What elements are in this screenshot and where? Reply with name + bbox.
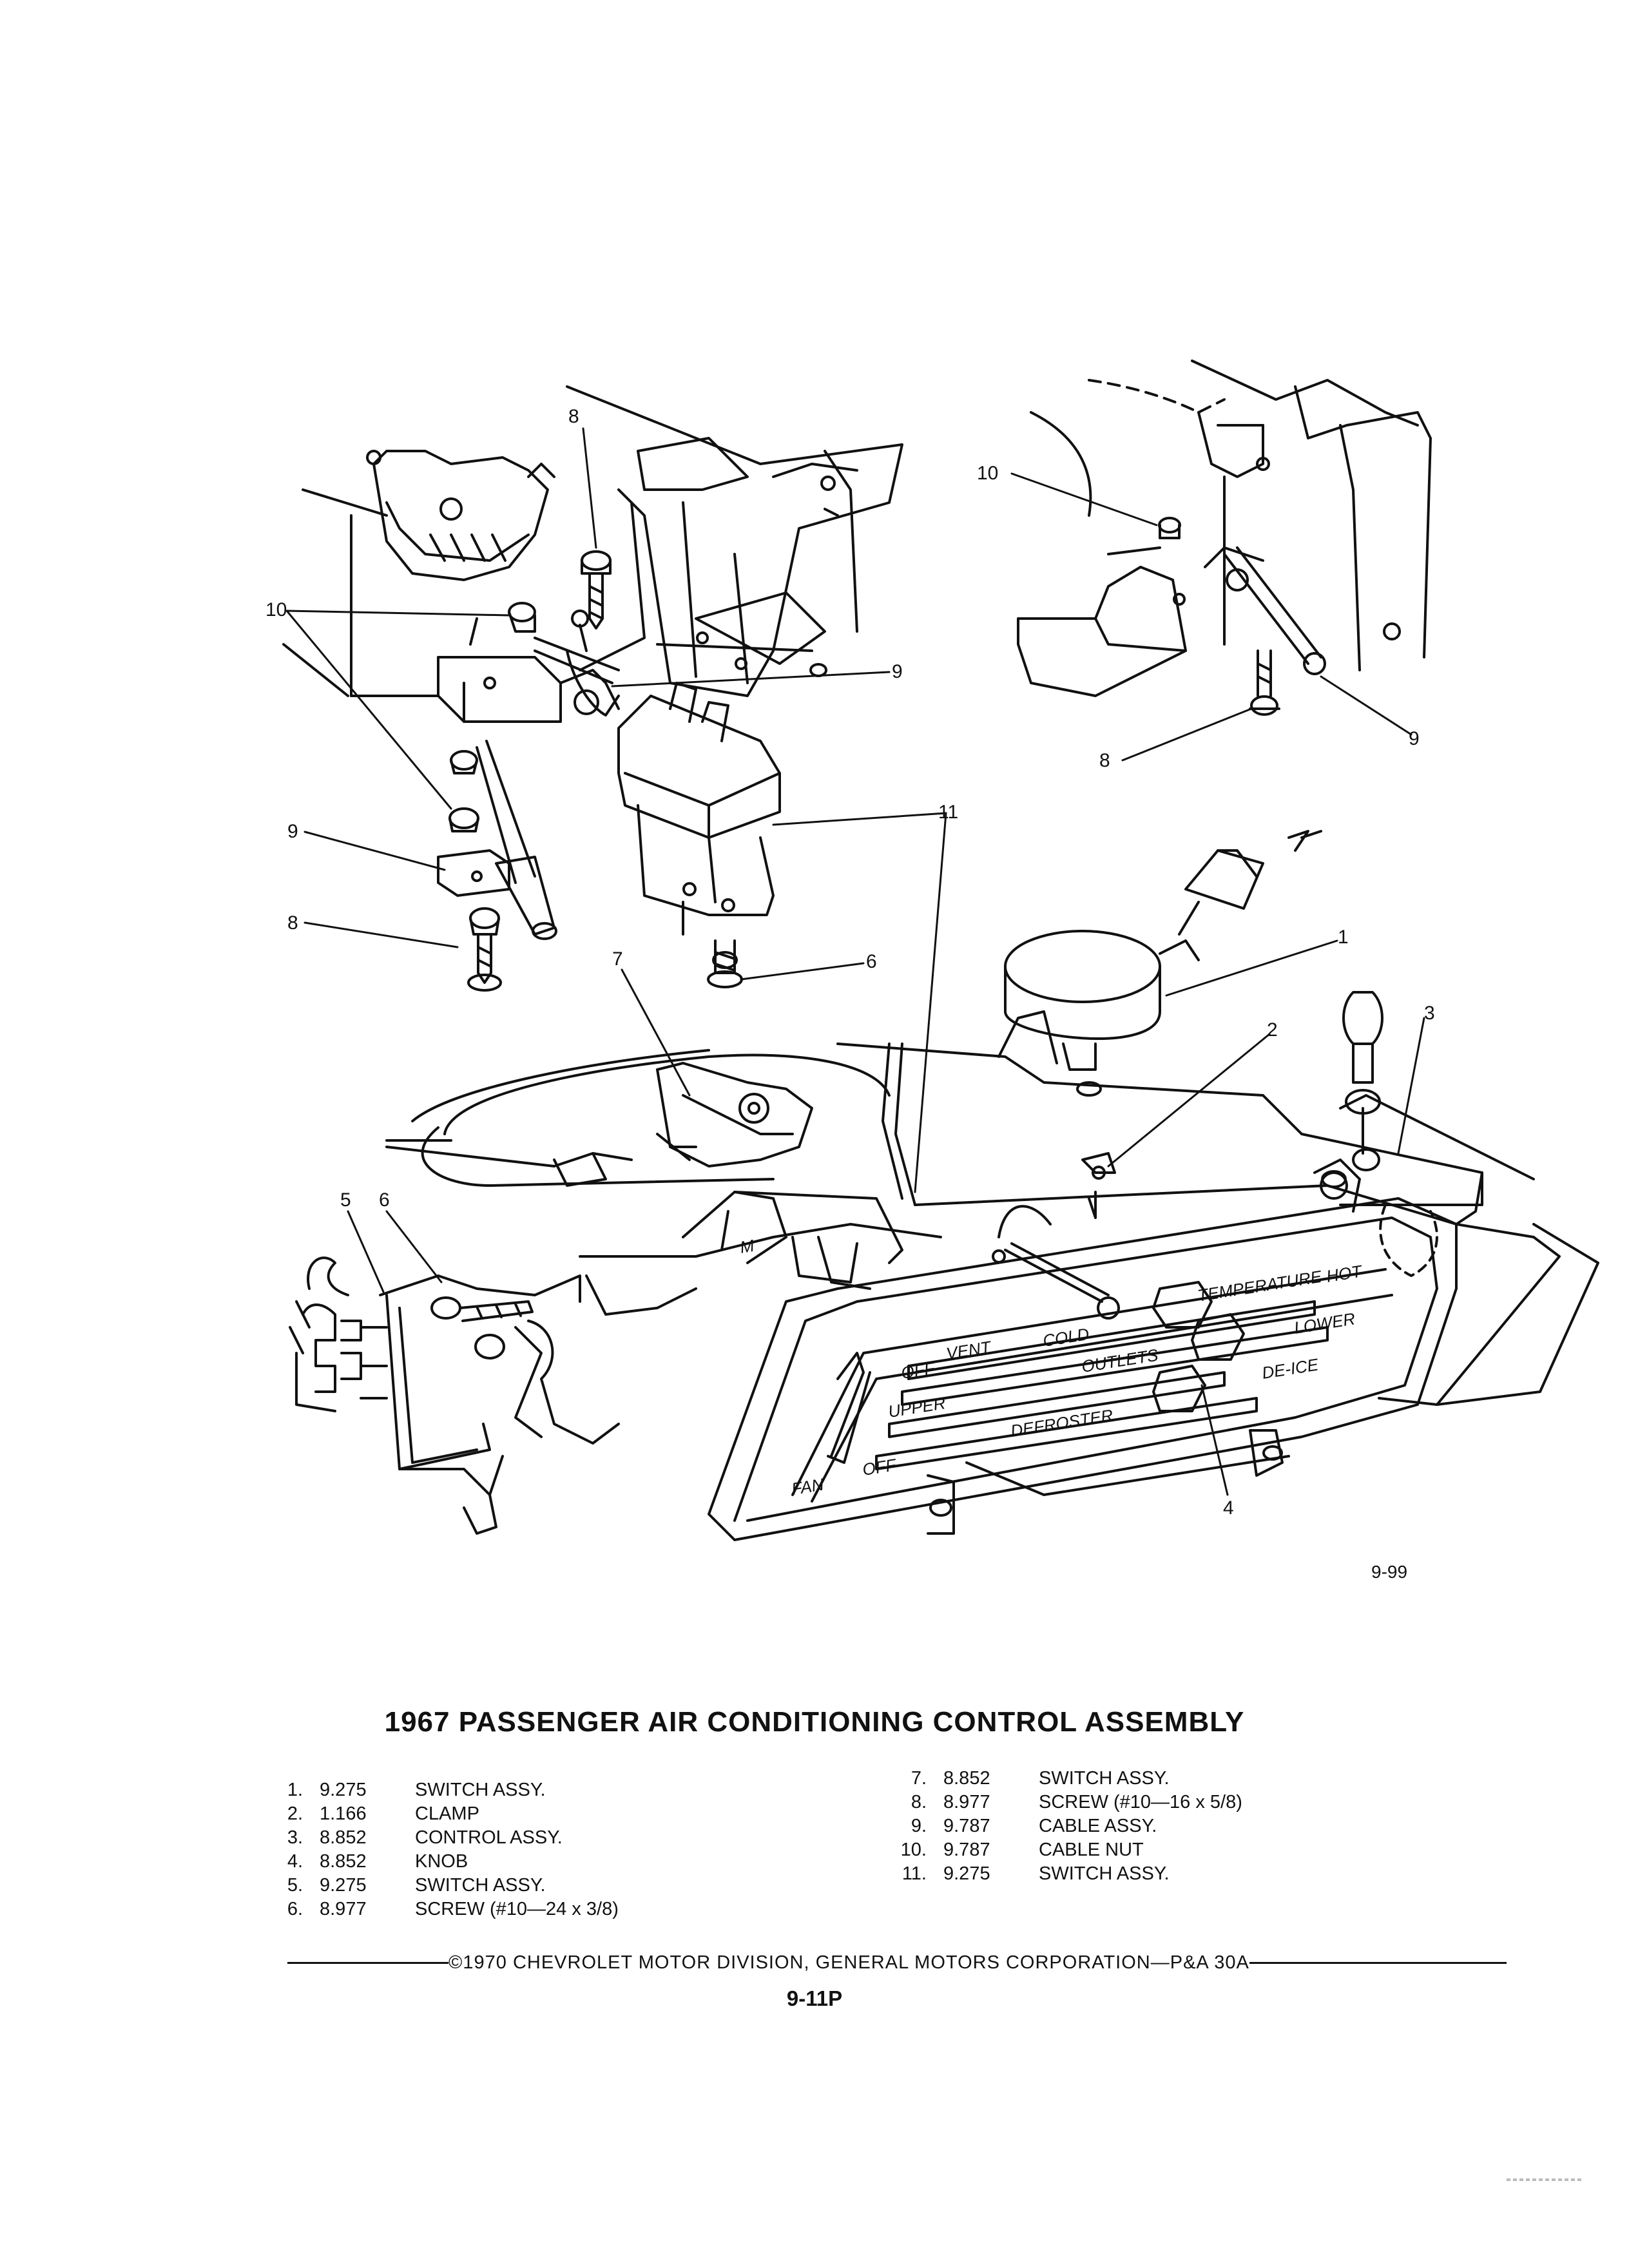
callout-9-right: 9 xyxy=(1409,728,1420,749)
callout-3: 3 xyxy=(1424,1003,1435,1024)
callout-9-center: 9 xyxy=(892,661,903,682)
copyright-text: ©1970 CHEVROLET MOTOR DIVISION, GENERAL … xyxy=(448,1952,1249,1973)
callout-4: 4 xyxy=(1223,1497,1234,1519)
switch-1-assembly xyxy=(1004,830,1383,1219)
copyright-footer: ©1970 CHEVROLET MOTOR DIVISION, GENERAL … xyxy=(287,1952,1507,1974)
detail-view-top-right xyxy=(1017,360,1432,716)
callout-7: 7 xyxy=(612,948,623,970)
callout-8-top: 8 xyxy=(568,406,579,427)
lower-cable-parts xyxy=(437,740,557,992)
label-hot: HOT xyxy=(1325,1261,1364,1286)
callout-1: 1 xyxy=(1338,927,1349,948)
leader-lines-top-left xyxy=(285,427,947,1293)
label-vent: VENT xyxy=(945,1337,993,1363)
label-lower: LOWER xyxy=(1293,1309,1356,1338)
footer-rule-right xyxy=(1249,1962,1507,1964)
callout-10-right: 10 xyxy=(977,463,999,484)
label-de-ice: DE-ICE xyxy=(1260,1354,1320,1383)
exploded-parts-diagram: OFF VENT COLD TEMPERATURE HOT LOWER UPPE… xyxy=(282,360,1599,1541)
leader-lines-top-right xyxy=(1010,472,1412,762)
callout-8-left: 8 xyxy=(287,912,298,934)
leader-lines-right xyxy=(1107,939,1425,1496)
footer-rule-left xyxy=(287,1962,448,1964)
page-number: 9-11P xyxy=(786,1986,843,2010)
callout-11: 11 xyxy=(938,802,959,823)
label-off-top: OFF xyxy=(900,1358,937,1383)
figure-number: 9-99 xyxy=(1371,1562,1408,1582)
scan-mark xyxy=(1507,2178,1583,2181)
callout-8-right: 8 xyxy=(1099,750,1110,771)
callout-6-center: 6 xyxy=(866,951,877,972)
callout-5: 5 xyxy=(340,1189,351,1211)
callout-9-left: 9 xyxy=(287,821,298,842)
callout-10-left: 10 xyxy=(265,599,287,620)
label-fan: FAN xyxy=(790,1474,825,1498)
label-off-bottom: OFF xyxy=(861,1455,898,1479)
label-m: M xyxy=(738,1236,755,1257)
upper-left-assembly xyxy=(282,385,903,723)
label-temperature: TEMPERATURE xyxy=(1196,1267,1323,1305)
switch-11-assembly xyxy=(617,682,781,988)
control-panel-assembly xyxy=(289,1010,1599,1541)
callout-2: 2 xyxy=(1267,1019,1278,1041)
page-title: 1967 PASSENGER AIR CONDITIONING CONTROL … xyxy=(384,1706,1245,1738)
callout-6-left: 6 xyxy=(379,1189,390,1211)
